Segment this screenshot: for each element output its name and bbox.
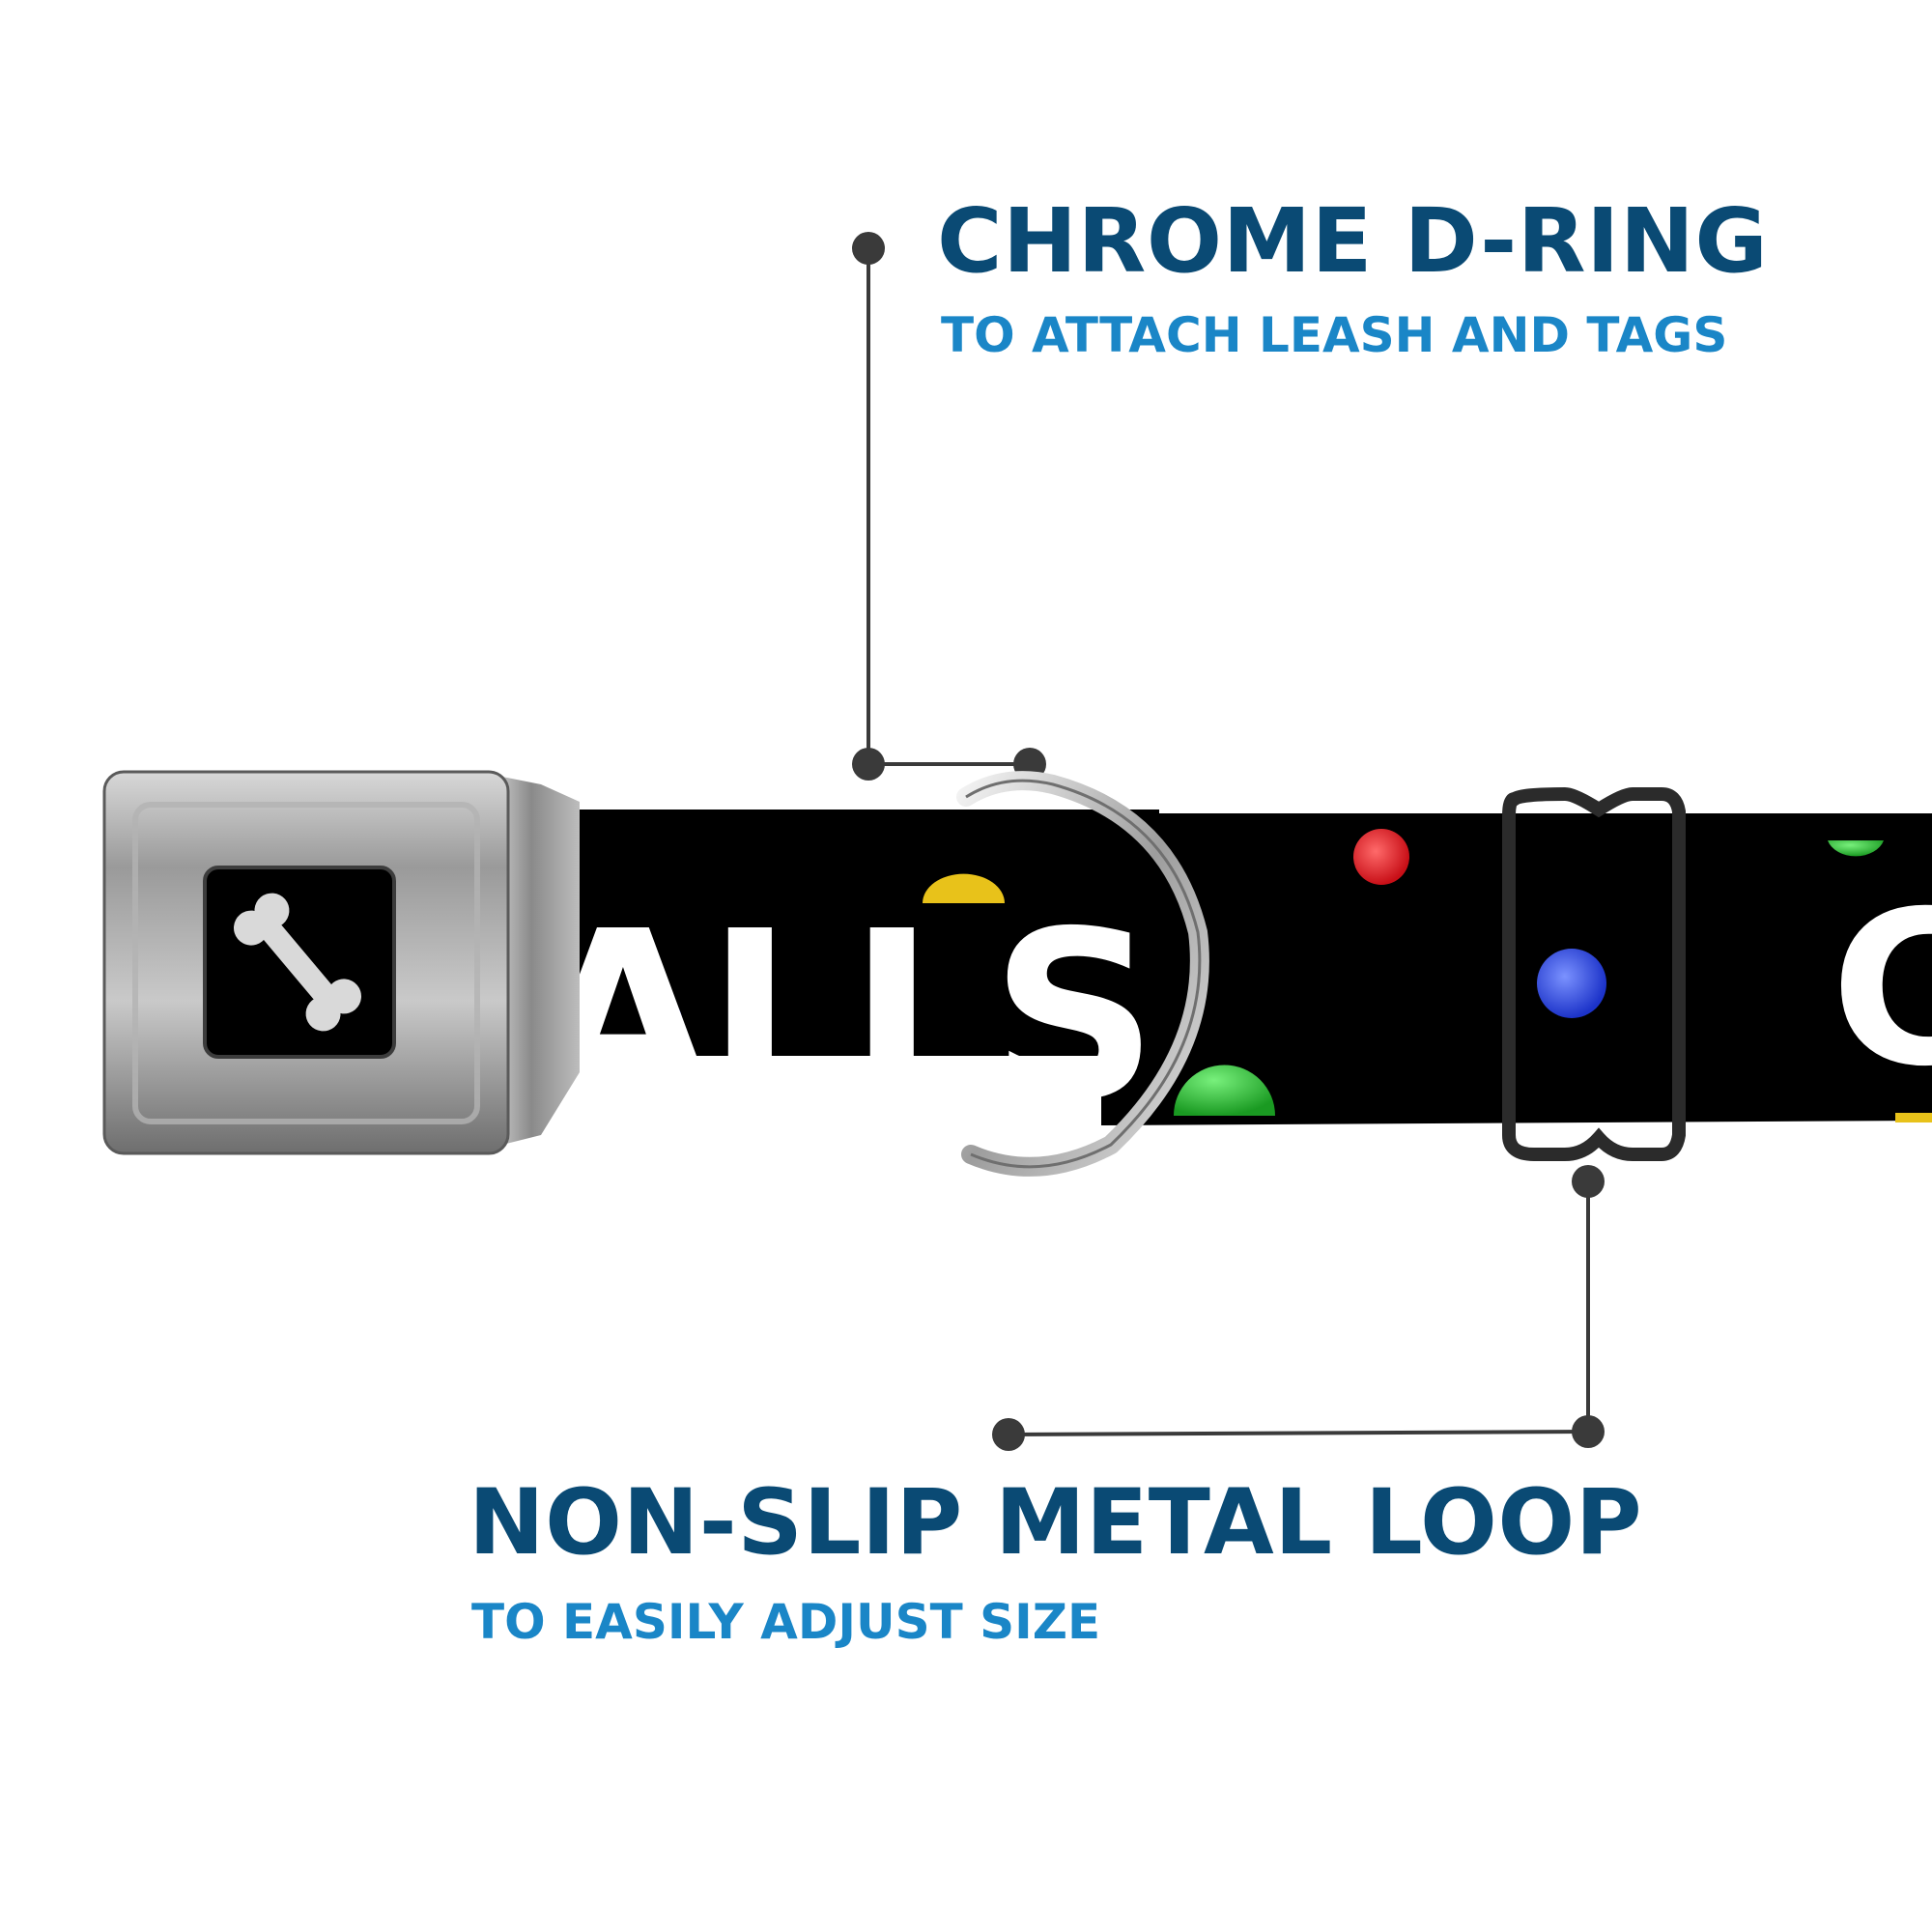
green-dot	[1174, 1065, 1275, 1116]
leader-dot	[1572, 1165, 1605, 1198]
webbing-left	[522, 810, 1159, 1056]
leader-dot	[992, 1418, 1025, 1451]
d-ring-subtitle: TO ATTACH LEASH AND TAGS	[941, 307, 1728, 363]
leader-dot	[1572, 1415, 1605, 1448]
d-ring-title: CHROME D-RING	[937, 189, 1769, 293]
bone-logo-icon	[233, 893, 362, 1032]
collar-webbing: ALLS C	[522, 810, 1932, 1151]
loop-frame	[1502, 786, 1686, 1161]
chrome-d-ring	[956, 771, 1209, 1177]
blue-dot-partial	[657, 1000, 683, 1043]
yellow-dot	[1895, 1113, 1932, 1122]
yellow-dot	[923, 873, 1005, 903]
green-dot	[1828, 840, 1884, 857]
non-slip-metal-loop	[1502, 786, 1686, 1161]
seatbelt-buckle	[102, 770, 580, 1155]
leader-dot	[852, 232, 885, 265]
leader-line-d-ring	[852, 232, 1046, 781]
blue-dot	[1537, 949, 1606, 1018]
leader-horizontal	[1008, 1430, 1589, 1436]
d-ring-edge	[965, 779, 1202, 1169]
leader-line-metal-loop	[992, 1165, 1605, 1451]
metal-loop-subtitle: TO EASILY ADJUST SIZE	[471, 1594, 1101, 1650]
metal-loop-title: NON-SLIP METAL LOOP	[469, 1470, 1643, 1576]
red-dot	[1353, 829, 1409, 885]
collar-print-text-partial: C	[1831, 866, 1932, 1113]
leader-dot	[852, 748, 885, 781]
collar-print-text: ALLS	[533, 881, 1151, 1151]
